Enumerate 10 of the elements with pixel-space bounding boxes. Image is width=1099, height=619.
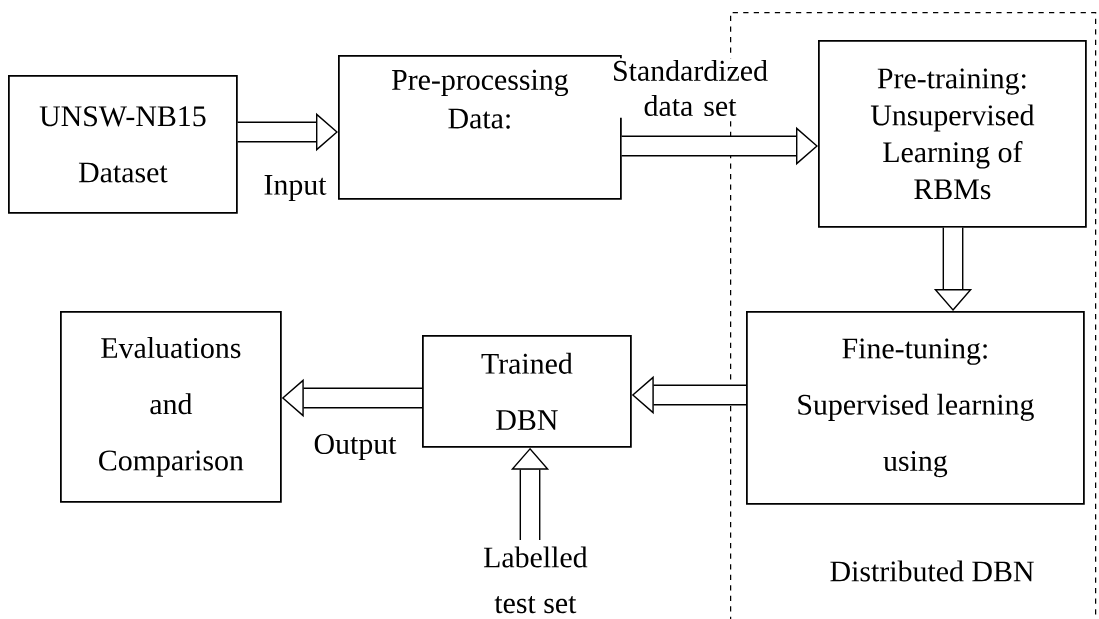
region-label: Distributed DBN: [830, 560, 1034, 582]
process-box: Fine-tuning: Supervised learning using: [746, 311, 1085, 505]
edge-label: Output: [311, 432, 399, 462]
edge-label: Input: [261, 173, 329, 203]
input-text: Labelled test set: [483, 546, 588, 614]
process-box: Evaluations and Comparison: [60, 311, 282, 503]
process-box: UNSW-NB15 Dataset: [8, 75, 238, 214]
process-box: Pre-training: Unsupervised Learning of RBMs: [818, 40, 1087, 228]
edge-label: Standardized data set: [600, 58, 780, 118]
process-box: Trained DBN: [422, 335, 632, 448]
